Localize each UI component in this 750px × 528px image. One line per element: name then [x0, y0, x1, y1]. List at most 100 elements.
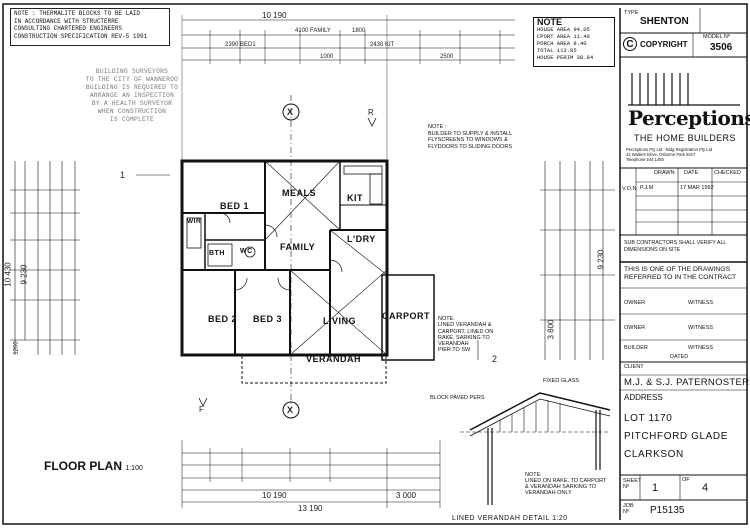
- area-decimal: 40: [583, 33, 590, 40]
- verandah-note-line: VERANDAH ONLY: [525, 490, 572, 496]
- room-verandah: VERANDAH: [306, 354, 362, 364]
- builder-note-line: BUILDER TO SUPPLY & INSTALL: [428, 130, 513, 137]
- room-meals: MEALS: [282, 188, 316, 198]
- area-label: HOUSE PERIM: [537, 54, 574, 61]
- verandah-note-line: NOTE:: [525, 472, 542, 478]
- area-note-box: NOTE HOUSE AREA 94.05 CPORT AREA 11.40 P…: [533, 17, 615, 67]
- room-ldry: L'DRY: [347, 234, 376, 244]
- witness3-label: WITNESS: [688, 345, 714, 351]
- floor-plan-title-text: FLOOR PLAN: [44, 459, 122, 473]
- witness-label: WITNESS: [688, 300, 714, 306]
- dim-top-1800: 1800: [352, 28, 366, 34]
- section-r-label: R: [368, 108, 374, 117]
- model-number: 3506: [710, 42, 733, 53]
- area-value: 113: [556, 47, 567, 54]
- perceptions-logo: Perceptions: [628, 106, 750, 130]
- area-decimal: 40: [579, 40, 587, 47]
- fixed-glass-label: FIXED GLASS: [543, 378, 580, 384]
- room-kit: KIT: [347, 193, 363, 203]
- section-marker-2: 2: [492, 354, 498, 364]
- section-x-top: X: [287, 107, 294, 117]
- room-bed3: BED 3: [253, 314, 283, 324]
- stamp-line: IS COMPLETE: [109, 116, 155, 123]
- dated-label: DATED: [670, 354, 689, 360]
- revision-label: V.O.N: [622, 186, 637, 192]
- stamp-line: BUILDING IS REQUIRED TO: [85, 84, 179, 91]
- company-address-line: 42 Walters Drive, Osborne Park 6017: [626, 152, 696, 158]
- model-label: MODEL Nº: [703, 34, 730, 40]
- site-address-line: LOT 1170: [624, 413, 673, 424]
- dim-top-family: 4100 FAMILY: [295, 28, 331, 34]
- stamp-line: WHEN CONSTRUCTION: [97, 108, 167, 115]
- builder-note: NOTE : BUILDER TO SUPPLY & INSTALL FLYSC…: [428, 124, 523, 150]
- area-row: HOUSE AREA 94.05: [537, 26, 590, 33]
- note-line: IN ACCORDANCE WITH STRUCTERRE: [14, 17, 119, 25]
- stamp-line: ARRANGE AN INSPECTION: [89, 92, 175, 99]
- checked-label: CHECKED: [714, 170, 741, 176]
- floor-plan-scale: 1:100: [125, 465, 143, 472]
- dim-right-9230: 9 230: [596, 249, 606, 270]
- dim-top-overall: 10 190: [262, 11, 287, 20]
- drawn-label: DRAWN: [654, 170, 675, 176]
- thermalite-note: NOTE : THERMALITE BLOCKS TO BE LAID IN A…: [10, 8, 170, 46]
- carport-note: NOTE: LINED VERANDAH & CARPORT, LINED ON…: [438, 316, 493, 354]
- dim-top-bed1: 2390 BED1: [225, 42, 256, 48]
- area-value: 8: [573, 40, 577, 47]
- dim-bottom-10190: 10 190: [262, 491, 287, 500]
- verandah-detail-title: LINED VERANDAH DETAIL 1:20: [452, 515, 568, 522]
- section-x-bottom: X: [287, 405, 294, 415]
- room-bed2: BED 2: [208, 314, 238, 324]
- copyright-label: COPYRIGHT: [640, 40, 688, 49]
- builder-label: BUILDER: [624, 345, 648, 351]
- note-line: CONSULTING CHARTERED ENGINEERS: [14, 25, 123, 32]
- stamp-line: BY A HEALTH SURVEYOR: [91, 100, 173, 107]
- stamp-line: TO THE CITY OF WANNEROO: [85, 76, 179, 83]
- area-decimal: 85: [570, 47, 577, 54]
- area-row: CPORT AREA 11.40: [537, 33, 590, 40]
- sheet-number: 1: [652, 482, 659, 494]
- site-address-line: CLARKSON: [624, 449, 684, 460]
- carport-note-line: LINED VERANDAH &: [438, 322, 492, 329]
- company-address-line: Perceptions Pty Ltd - Bldg Registration …: [626, 147, 713, 152]
- area-row: TOTAL 113.85: [537, 47, 577, 54]
- block-paved-label: BLOCK PAVED PERS: [430, 395, 485, 401]
- owner2-label: OWNER: [624, 325, 646, 331]
- dim-bottom-3000: 3 000: [396, 491, 417, 500]
- witness2-label: WITNESS: [688, 325, 714, 331]
- area-decimal: 05: [583, 26, 590, 33]
- area-value: 38: [576, 54, 584, 61]
- section-f-label: F: [199, 405, 204, 414]
- area-value: 11: [573, 33, 580, 40]
- room-carport: CARPORT: [382, 311, 430, 321]
- sheet-label: SHEET Nº: [623, 478, 642, 490]
- dim-top-2500: 2500: [440, 54, 454, 60]
- builder-note-line: FLYDOORS TO SLIDING DOORS: [428, 143, 513, 150]
- room-bath: BTH: [209, 250, 225, 257]
- drawn-by: P.J.M: [640, 185, 654, 191]
- carport-note-line: VERANDAH: [438, 341, 469, 348]
- carport-note-line: CARPORT, LINED ON: [438, 328, 494, 335]
- perceptions-tagline: THE HOME BUILDERS: [634, 133, 736, 143]
- job-label: JOB Nº: [623, 503, 634, 515]
- building-surveyor-stamp: BUILDING SURVEYORS TO THE CITY OF WANNER…: [76, 68, 188, 156]
- carport-note-line: NOTE:: [438, 316, 455, 322]
- job-number: P15135: [650, 505, 685, 516]
- room-wc: WC: [240, 248, 253, 255]
- verandah-note-line: & VERANDAH SARKING TO: [525, 484, 597, 490]
- area-row: HOUSE PERIM 38.84: [537, 54, 594, 61]
- area-note-title: NOTE: [537, 17, 563, 27]
- area-label: TOTAL: [537, 47, 554, 54]
- site-address-line: PITCHFORD GLADE: [624, 431, 729, 442]
- sheet-of-label: OF: [682, 477, 690, 483]
- dim-top-kit: 2430 KIT: [370, 42, 395, 48]
- room-living: LIVING: [323, 316, 357, 326]
- dim-right-3800: 3 800: [546, 319, 556, 340]
- copyright-icon: C: [623, 37, 637, 51]
- type-label: TYPE: [624, 10, 639, 16]
- dim-left-1200: 1200: [13, 341, 20, 355]
- verandah-note-line: LINED ON RAKE. TO CARPORT: [525, 478, 607, 484]
- company-address: Perceptions Pty Ltd - Bldg Registration …: [626, 147, 712, 163]
- section-marker-1: 1: [120, 170, 126, 180]
- owner-label: OWNER: [624, 300, 646, 306]
